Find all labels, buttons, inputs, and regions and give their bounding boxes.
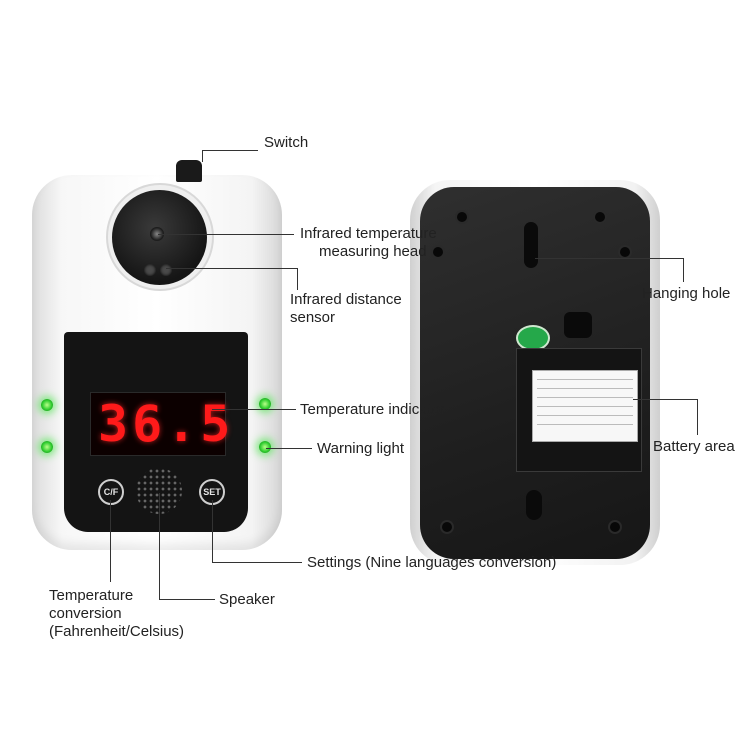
- screw-hole-icon: [433, 247, 443, 257]
- speaker-leader-line: [159, 493, 160, 599]
- screw-hole-icon: [610, 522, 620, 532]
- label-ir-head-line2: measuring head: [319, 243, 427, 260]
- label-conversion-line3: (Fahrenheit/Celsius): [49, 623, 185, 640]
- label-conversion-line1: Temperature: [49, 587, 134, 604]
- distance-sensor-left: [144, 264, 156, 276]
- conversion-leader-line: [110, 500, 111, 582]
- battery-leader-line: [633, 399, 697, 400]
- ir-distance-leader-line: [297, 268, 298, 290]
- hanging-hole: [524, 222, 538, 268]
- label-battery-area: Battery area: [653, 438, 735, 455]
- battery-leader-line: [697, 399, 698, 435]
- spec-label: [532, 370, 638, 442]
- switch-leader-line: [202, 150, 203, 162]
- hanging-hole-leader-line: [535, 258, 683, 259]
- distance-sensor-right: [160, 264, 172, 276]
- label-switch: Switch: [264, 134, 309, 151]
- settings-leader-line: [212, 500, 213, 562]
- switch-leader-line: [202, 150, 258, 151]
- led-indicator-icon: [259, 398, 271, 410]
- top-clip-slot: [564, 312, 592, 338]
- label-ir-head-line1: Infrared temperature: [300, 225, 437, 242]
- label-ir-distance-line1: Infrared distance: [290, 291, 402, 308]
- label-temp-indicator: Temperature indicator: [300, 401, 446, 418]
- label-conversion-line2: conversion: [49, 605, 122, 622]
- power-switch-icon[interactable]: [176, 160, 202, 182]
- label-speaker: Speaker: [219, 591, 275, 608]
- screw-hole-icon: [595, 212, 605, 222]
- label-settings: Settings (Nine languages conversion): [307, 554, 557, 571]
- led-indicator-icon: [41, 399, 53, 411]
- settings-leader-line: [212, 562, 302, 563]
- screw-hole-icon: [442, 522, 452, 532]
- screw-hole-icon: [620, 247, 630, 257]
- led-indicator-icon: [259, 441, 271, 453]
- temp-unit-button[interactable]: C/F: [98, 479, 124, 505]
- ir-distance-leader-line: [166, 268, 298, 269]
- label-hanging-hole: Hanging hole: [642, 285, 731, 302]
- hanging-hole-leader-line: [683, 258, 684, 282]
- qc-pass-sticker: [516, 325, 550, 351]
- ir-head-leader-line: [158, 234, 294, 235]
- label-warning-light: Warning light: [317, 440, 404, 457]
- label-ir-distance-line2: sensor: [290, 309, 336, 326]
- ir-lens-icon: [150, 227, 164, 241]
- temperature-display: [90, 392, 226, 456]
- warning-light-leader-line: [266, 448, 312, 449]
- speaker-leader-line: [159, 599, 215, 600]
- bottom-hanging-hole: [526, 490, 542, 520]
- temp-indicator-leader-line: [212, 409, 296, 410]
- screw-hole-icon: [457, 212, 467, 222]
- display-reading: 36.5: [98, 395, 235, 453]
- led-indicator-icon: [41, 441, 53, 453]
